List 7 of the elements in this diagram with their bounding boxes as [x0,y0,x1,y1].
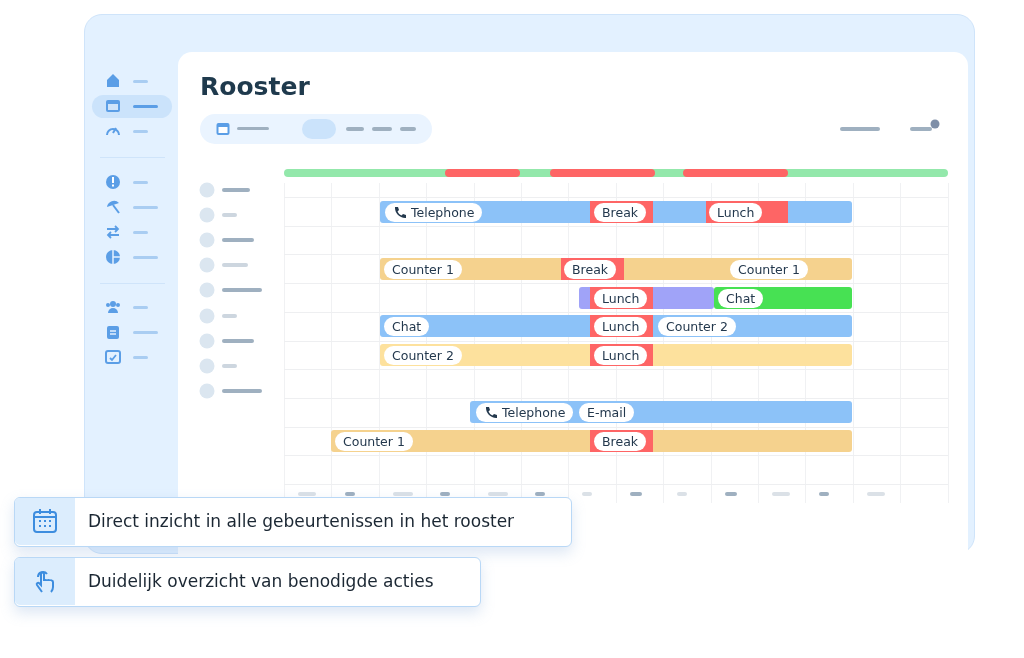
shift-name: Telephone [502,403,566,422]
feature-text: Duidelijk overzicht van benodigde acties [88,571,434,591]
page-heading: Rooster [200,72,310,101]
feature-card [14,497,572,547]
feature-card [14,557,481,607]
shift-name: Telephone [411,203,475,222]
feature-text: Direct inzicht in alle gebeurtenissen in het rooster [88,511,515,531]
